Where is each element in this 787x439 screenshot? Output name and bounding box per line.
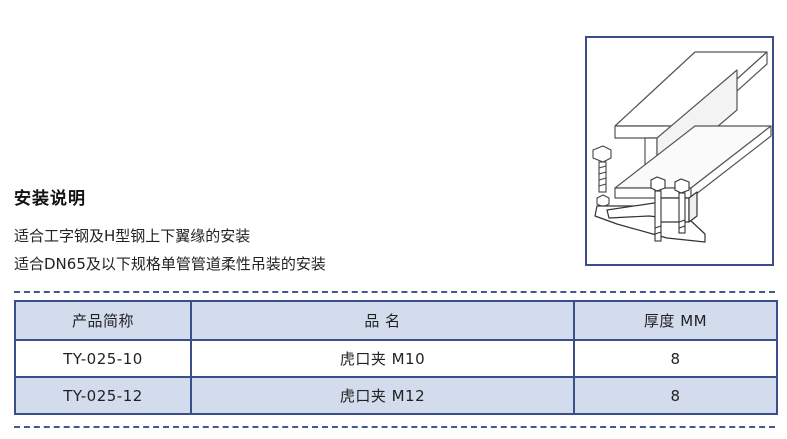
loose-bolt-head [592, 145, 612, 163]
loose-bolt-shaft [598, 161, 607, 193]
clamp-bolt-head-2 [674, 178, 690, 194]
table-row: TY-025-10 虎口夹 M10 8 [14, 339, 778, 378]
divider-bottom [14, 426, 775, 428]
cell-thickness: 8 [573, 339, 778, 378]
lower-flange-side [690, 125, 772, 199]
cell-code: TY-025-10 [14, 339, 192, 378]
installation-diagram [585, 36, 774, 266]
cell-name: 虎口夹 M12 [190, 376, 575, 415]
header-product-name: 品 名 [190, 300, 575, 341]
table-row: TY-025-12 虎口夹 M12 8 [14, 376, 778, 415]
header-product-code: 产品简称 [14, 300, 192, 341]
table-header-row: 产品简称 品 名 厚度 MM [14, 300, 778, 341]
header-thickness: 厚度 MM [573, 300, 778, 341]
cell-thickness: 8 [573, 376, 778, 415]
cell-code: TY-025-12 [14, 376, 192, 415]
section-title: 安装说明 [14, 189, 86, 209]
description-line-1: 适合工字钢及H型钢上下翼缘的安装 [14, 227, 251, 245]
loose-nut [596, 194, 610, 208]
clamp-bolt-head-1 [650, 176, 666, 192]
spec-table: 产品简称 品 名 厚度 MM TY-025-10 虎口夹 M10 8 TY-02… [14, 300, 778, 415]
description-line-2: 适合DN65及以下规格单管管道柔性吊装的安装 [14, 255, 326, 273]
clamp-illustration [592, 51, 772, 243]
cell-name: 虎口夹 M10 [190, 339, 575, 378]
divider-top [14, 291, 775, 293]
clamp-block-side [688, 191, 698, 223]
